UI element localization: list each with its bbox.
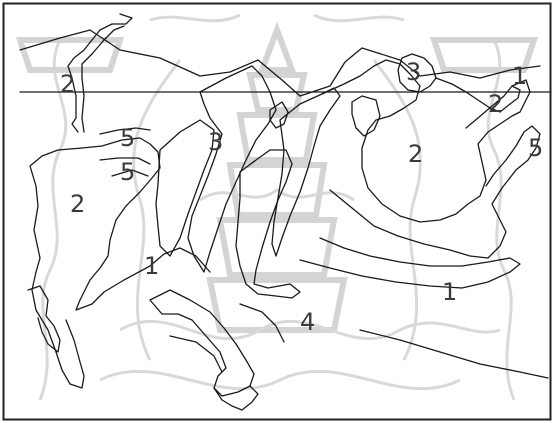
label-2-right: 2 [408, 140, 423, 168]
label-1-left: 1 [144, 252, 159, 280]
label-2-top-left: 2 [60, 70, 75, 98]
label-5-upper-left: 5 [120, 124, 135, 152]
figure-right-lower [360, 330, 548, 378]
figure-top-right-torso [352, 96, 380, 136]
label-2-top-right: 2 [488, 90, 503, 118]
figure-right-body [330, 126, 540, 258]
label-4-bottom: 4 [300, 308, 315, 336]
frame-border [4, 4, 551, 420]
figure-top-right-arm [436, 78, 520, 112]
label-3-top-right: 3 [406, 58, 421, 86]
label-1-top-right: 1 [512, 62, 527, 90]
label-3-center: 3 [208, 128, 223, 156]
figure-center-reclining [150, 290, 254, 396]
label-5-right: 5 [528, 134, 543, 162]
label-2-left: 2 [70, 190, 85, 218]
label-1-right: 1 [442, 278, 457, 306]
label-5-lower-left: 5 [120, 158, 135, 186]
figure-middle-right [322, 60, 530, 222]
figure-center-diagonal-2 [156, 120, 214, 256]
